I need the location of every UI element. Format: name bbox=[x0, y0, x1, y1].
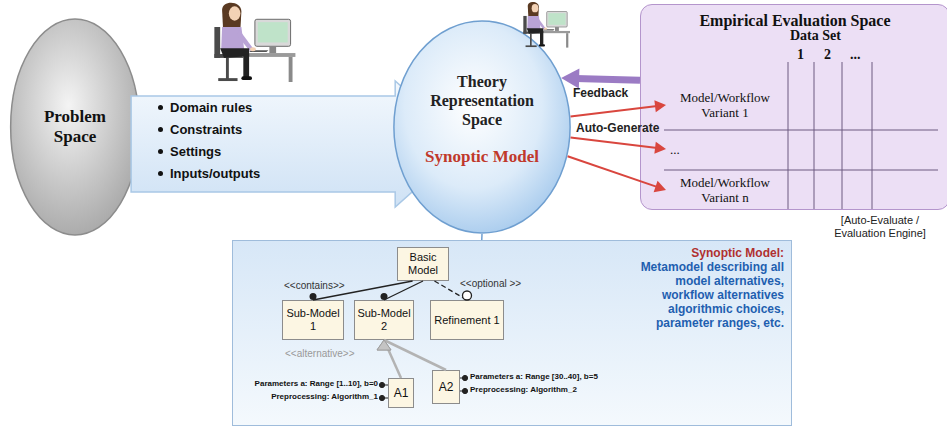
text-label: ... bbox=[850, 47, 861, 63]
node-title: A2 bbox=[439, 380, 454, 394]
label-slot: [Auto-Evaluate / Evaluation Engine] bbox=[818, 214, 942, 240]
text-label: 2 bbox=[824, 47, 831, 63]
node-title: Problem Space bbox=[25, 107, 125, 147]
text-label: Parameters a: Range [30..40], b=5 bbox=[470, 372, 598, 381]
label-slot: <<alternative>> bbox=[285, 348, 355, 359]
model-box: Refinement 1 bbox=[430, 300, 504, 340]
theory-space-circle: Theory Representation SpaceSynoptic Mode… bbox=[393, 20, 571, 234]
bullet-item: Inputs/outputs bbox=[156, 163, 467, 185]
arrow-head bbox=[561, 69, 579, 89]
table-row: ... bbox=[666, 132, 784, 166]
evaluation-space-box: Empirical Evaluation SpaceModel/Workflow… bbox=[640, 4, 947, 210]
node-title: Basic Model bbox=[399, 251, 447, 277]
node-text: Metamodel describing all model alternati… bbox=[620, 260, 784, 330]
edge-label-slot: Feedback bbox=[573, 86, 628, 100]
input-arrow: Domain rulesConstraintsSettingsInputs/ou… bbox=[130, 80, 467, 208]
end-dot bbox=[310, 293, 317, 300]
model-box: Sub-Model 2 bbox=[354, 300, 414, 340]
label-slot: Preprocessing: Algorithm_2 bbox=[470, 385, 577, 394]
node-title: Model/Workflow Variant n bbox=[670, 175, 780, 205]
label-slot: <<optional >> bbox=[460, 278, 521, 289]
connector bbox=[561, 69, 640, 89]
end-ring bbox=[463, 291, 472, 300]
text-label: <<contains>> bbox=[284, 280, 345, 291]
node-title: Empirical Evaluation Space bbox=[640, 12, 947, 30]
table-row: Model/Workflow Variant 1 bbox=[666, 82, 784, 128]
label-slot: Data Set bbox=[790, 28, 841, 44]
synoptic-model-panel: Synoptic Model:Metamodel describing all … bbox=[232, 240, 792, 426]
text-label: Data Set bbox=[790, 28, 841, 44]
connector-line bbox=[576, 78, 640, 80]
bullet-item: Settings bbox=[156, 141, 467, 163]
text-label: Auto-Generate bbox=[576, 121, 659, 135]
label-slot: 2 bbox=[824, 47, 831, 63]
text-label: Preprocessing: Algorithm_1 bbox=[271, 392, 378, 401]
user-figure bbox=[214, 3, 295, 82]
node-title: Theory Representation Space bbox=[417, 72, 547, 129]
text-label: Preprocessing: Algorithm_2 bbox=[470, 385, 577, 394]
text-label: 1 bbox=[797, 47, 804, 63]
model-box: Basic Model bbox=[397, 247, 449, 281]
label-slot: Parameters a: Range [1..10], b=0 bbox=[255, 379, 378, 388]
text-label: <<alternative>> bbox=[285, 348, 355, 359]
node-title: ... bbox=[670, 142, 680, 157]
label-slot: <<contains>> bbox=[284, 280, 345, 291]
end-dot bbox=[381, 293, 388, 300]
node-title: Sub-Model 1 bbox=[284, 307, 342, 333]
label-slot: Preprocessing: Algorithm_1 bbox=[271, 392, 378, 401]
label-slot: 1 bbox=[797, 47, 804, 63]
connector-line bbox=[481, 234, 483, 240]
label-slot: Auto-Generate bbox=[576, 121, 659, 135]
model-box: Sub-Model 1 bbox=[282, 300, 344, 340]
node-title: Model/Workflow Variant 1 bbox=[670, 90, 780, 120]
label-slot: Parameters a: Range [30..40], b=5 bbox=[470, 372, 598, 381]
bullet-item: Constraints bbox=[156, 119, 467, 141]
alternative-box: A2 bbox=[432, 370, 460, 404]
node-title: Synoptic Model: bbox=[620, 246, 784, 260]
text-label: <<optional >> bbox=[460, 278, 521, 289]
table-row: Model/Workflow Variant n bbox=[666, 172, 784, 208]
node-title: A1 bbox=[394, 386, 409, 400]
node-title: Refinement 1 bbox=[434, 314, 499, 327]
edge-label: Feedback bbox=[573, 86, 628, 100]
text-label: Parameters a: Range [1..10], b=0 bbox=[255, 379, 378, 388]
connector bbox=[481, 234, 482, 240]
bullet-item: Domain rules bbox=[156, 97, 467, 119]
text-label: [Auto-Evaluate / Evaluation Engine] bbox=[818, 214, 942, 240]
node-title: Sub-Model 2 bbox=[356, 307, 412, 333]
problem-space-ellipse: Problem Space bbox=[10, 18, 140, 236]
alternative-box: A1 bbox=[388, 378, 414, 408]
node-text: Synoptic Model bbox=[425, 147, 539, 167]
label-slot: ... bbox=[850, 47, 861, 63]
user-figure bbox=[523, 2, 570, 48]
